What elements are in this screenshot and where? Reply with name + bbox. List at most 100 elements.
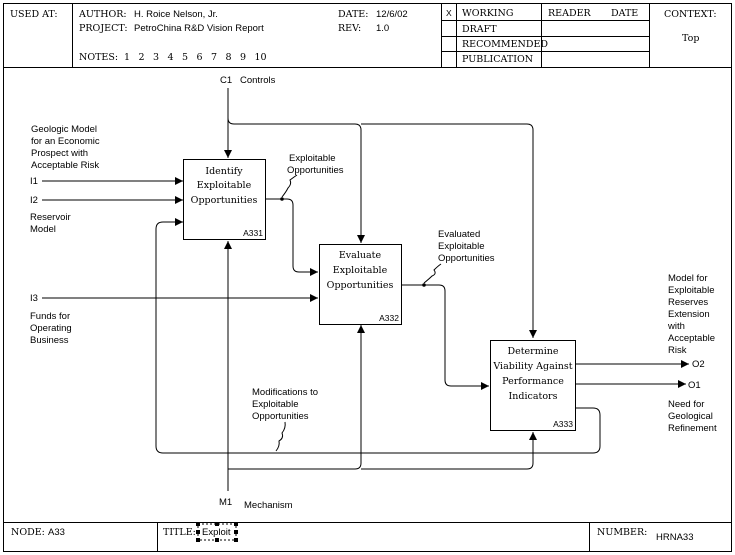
notes-number-5: 5 bbox=[182, 52, 188, 63]
output-o1-desc-2: Geological bbox=[668, 411, 713, 422]
reader-date-label: DATE bbox=[611, 8, 638, 19]
control-code: C1 bbox=[220, 75, 232, 86]
a333-node-id: A333 bbox=[553, 419, 573, 429]
rev-label: REV: bbox=[338, 23, 361, 34]
output-o1-desc-3: Refinement bbox=[668, 423, 717, 434]
modifications-label-1: Modifications to bbox=[252, 387, 318, 398]
output-o2-desc-4: Extension bbox=[668, 309, 710, 320]
a331-title-line1: Identify bbox=[205, 166, 243, 177]
input-i3-code: I3 bbox=[30, 293, 38, 304]
status-recommended: RECOMMENDED bbox=[462, 39, 548, 50]
evaluated-opportunities-arrow[interactable] bbox=[401, 284, 489, 390]
context-value: Top bbox=[682, 33, 699, 44]
number-value: HRNA33 bbox=[656, 532, 694, 543]
control-name: Controls bbox=[240, 75, 276, 86]
notes-number-2: 2 bbox=[139, 52, 145, 63]
node-label: NODE: bbox=[11, 527, 45, 538]
output-o2-desc-3: Reserves bbox=[668, 297, 708, 308]
control-branch-to-a332[interactable] bbox=[227, 117, 365, 243]
rev-value: 1.0 bbox=[376, 23, 389, 34]
input-i3-desc-1: Funds for bbox=[30, 311, 70, 322]
date-label: DATE: bbox=[338, 9, 368, 20]
output-o2-desc-6: Acceptable bbox=[668, 333, 715, 344]
input-i3-desc-3: Business bbox=[30, 335, 69, 346]
a332-title-line3: Opportunities bbox=[327, 280, 394, 291]
title-label: TITLE: bbox=[163, 527, 196, 538]
used-at-label: USED AT: bbox=[10, 9, 58, 20]
feedback-modifications-arrow[interactable] bbox=[155, 218, 601, 454]
title-selection-handles[interactable] bbox=[196, 522, 238, 542]
mechanism-code: M1 bbox=[219, 497, 232, 508]
exploitable-label-2: Opportunities bbox=[287, 165, 344, 176]
a331-title-line2: Exploitable bbox=[197, 180, 252, 191]
control-branch-to-a333[interactable] bbox=[361, 123, 537, 338]
a333-title-line1: Determine bbox=[507, 346, 558, 357]
notes-number-4: 4 bbox=[168, 52, 174, 63]
author-label: AUTHOR: bbox=[78, 9, 127, 20]
author-value: H. Roice Nelson, Jr. bbox=[134, 9, 218, 20]
notes-number-3: 3 bbox=[153, 52, 159, 63]
status-publication: PUBLICATION bbox=[462, 54, 533, 65]
activity-box-a333[interactable]: Determine Viability Against Performance … bbox=[490, 340, 576, 431]
squiggle-dot-evaluated bbox=[422, 283, 426, 287]
modifications-label-2: Exploitable bbox=[252, 399, 298, 410]
a331-title-line3: Opportunities bbox=[191, 195, 258, 206]
exploitable-opportunities-arrow[interactable] bbox=[266, 198, 318, 276]
status-mark-working: X bbox=[446, 8, 452, 18]
activity-box-a331[interactable]: Identify Exploitable Opportunities A331 bbox=[183, 159, 266, 240]
a332-title-line2: Exploitable bbox=[333, 265, 388, 276]
project-value: PetroChina R&D Vision Report bbox=[134, 23, 264, 34]
output-o1-desc-1: Need for bbox=[668, 399, 704, 410]
number-label: NUMBER: bbox=[597, 527, 647, 538]
squiggle-exploitable bbox=[281, 174, 298, 198]
evaluated-label-2: Exploitable bbox=[438, 241, 484, 252]
node-value: A33 bbox=[48, 527, 65, 538]
context-label: CONTEXT: bbox=[664, 9, 717, 20]
status-working: WORKING bbox=[462, 8, 513, 19]
notes-number-10: 10 bbox=[255, 52, 267, 63]
notes-number-7: 7 bbox=[211, 52, 217, 63]
squiggle-evaluated bbox=[423, 263, 442, 284]
output-o2-desc-2: Exploitable bbox=[668, 285, 714, 296]
exploitable-label-1: Exploitable bbox=[289, 153, 335, 164]
output-o2-desc-5: with bbox=[667, 321, 685, 332]
input-i1-desc-1: Geologic Model bbox=[31, 124, 97, 135]
a332-title-line1: Evaluate bbox=[339, 250, 382, 261]
input-i1-code: I1 bbox=[30, 176, 38, 187]
notes-number-1: 1 bbox=[124, 52, 130, 63]
modifications-label-3: Opportunities bbox=[252, 411, 309, 422]
input-i2-desc-2: Model bbox=[30, 224, 56, 235]
output-o2-desc-1: Model for bbox=[668, 273, 708, 284]
status-draft: DRAFT bbox=[462, 24, 497, 35]
input-i1-desc-2: for an Economic bbox=[31, 136, 100, 147]
output-o1-code: O1 bbox=[688, 380, 701, 391]
mechanism-name: Mechanism bbox=[244, 500, 293, 511]
input-i1-desc-3: Prospect with bbox=[31, 148, 88, 159]
input-i2-code: I2 bbox=[30, 195, 38, 206]
date-value: 12/6/02 bbox=[376, 9, 408, 20]
a333-title-line2: Viability Against bbox=[492, 361, 572, 372]
footer-block bbox=[3, 522, 732, 552]
activity-box-a332[interactable]: Evaluate Exploitable Opportunities A332 bbox=[319, 244, 402, 325]
output-o2-desc-7: Risk bbox=[668, 345, 687, 356]
notes-number-9: 9 bbox=[240, 52, 246, 63]
output-o2-code: O2 bbox=[692, 359, 705, 370]
input-i2-desc-1: Reservoir bbox=[30, 212, 71, 223]
title-value[interactable]: Exploit bbox=[202, 527, 231, 538]
notes-number-6: 6 bbox=[197, 52, 203, 63]
input-i1-desc-4: Acceptable Risk bbox=[31, 160, 99, 171]
a332-node-id: A332 bbox=[379, 313, 399, 323]
notes-label: NOTES: bbox=[79, 52, 118, 63]
notes-number-8: 8 bbox=[226, 52, 232, 63]
header-block bbox=[3, 3, 732, 68]
mechanism-branch-to-a332[interactable] bbox=[228, 325, 365, 470]
a331-node-id: A331 bbox=[243, 228, 263, 238]
a333-title-line4: Indicators bbox=[509, 391, 558, 402]
squiggle-modifications bbox=[275, 421, 286, 452]
project-label: PROJECT: bbox=[79, 23, 128, 34]
squiggle-dot-exploitable bbox=[280, 197, 284, 201]
mechanism-branch-to-a333[interactable] bbox=[361, 432, 537, 470]
evaluated-label-3: Opportunities bbox=[438, 253, 495, 264]
